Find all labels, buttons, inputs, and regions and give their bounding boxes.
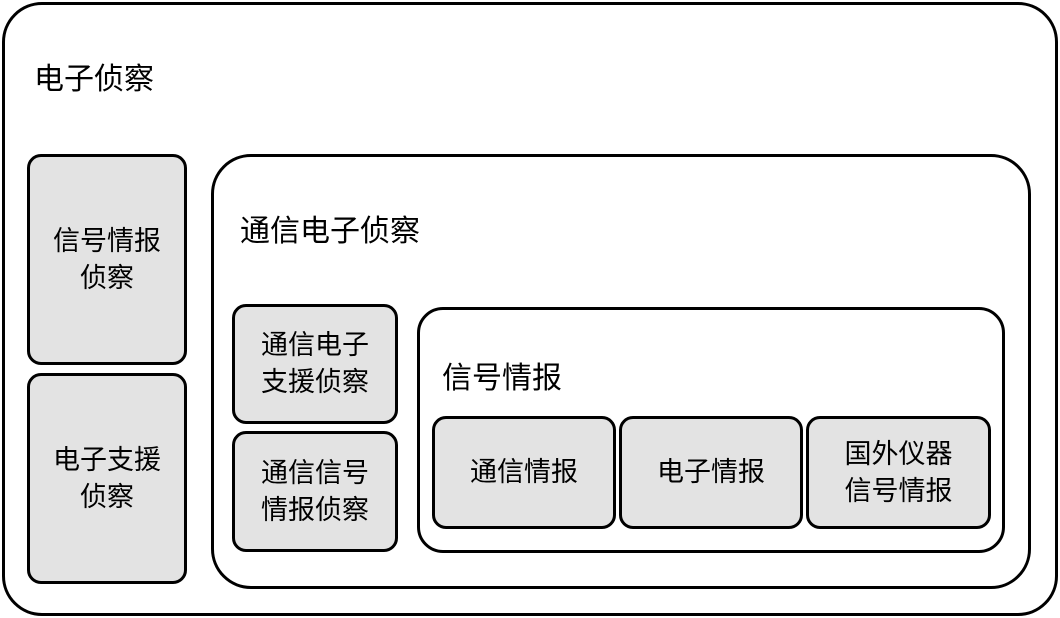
sigint-title: 信号情报 xyxy=(442,361,562,396)
comm-sigint-reconnaissance-box: 通信信号情报侦察 xyxy=(232,431,398,552)
box-label-line: 国外仪器 xyxy=(844,438,953,470)
elint-box: 电子情报 xyxy=(619,416,803,529)
box-label-line: 通信情报 xyxy=(470,457,578,488)
communication-electronic-reconnaissance-title: 通信电子侦察 xyxy=(240,214,420,249)
box-label-line: 侦察 xyxy=(80,481,134,513)
box-label-line: 信号情报 xyxy=(844,475,953,507)
electronic-reconnaissance-title: 电子侦察 xyxy=(34,62,154,97)
fisint-box: 国外仪器信号情报 xyxy=(806,416,991,529)
comm-electronic-support-box: 通信电子支援侦察 xyxy=(232,304,398,424)
box-label-line: 通信电子 xyxy=(261,330,369,361)
box-label-line: 电子支援 xyxy=(53,444,161,476)
box-label-line: 通信信号 xyxy=(261,457,369,489)
box-label-line: 电子情报 xyxy=(657,457,765,488)
box-label-line: 信号情报 xyxy=(53,225,161,257)
electronic-support-reconnaissance-box: 电子支援侦察 xyxy=(27,373,187,584)
sigint-reconnaissance-box: 信号情报侦察 xyxy=(27,154,187,365)
box-label-line: 情报侦察 xyxy=(261,494,369,526)
box-label-line: 侦察 xyxy=(80,262,134,294)
box-label-line: 支援侦察 xyxy=(261,367,369,398)
comint-box: 通信情报 xyxy=(432,416,616,529)
